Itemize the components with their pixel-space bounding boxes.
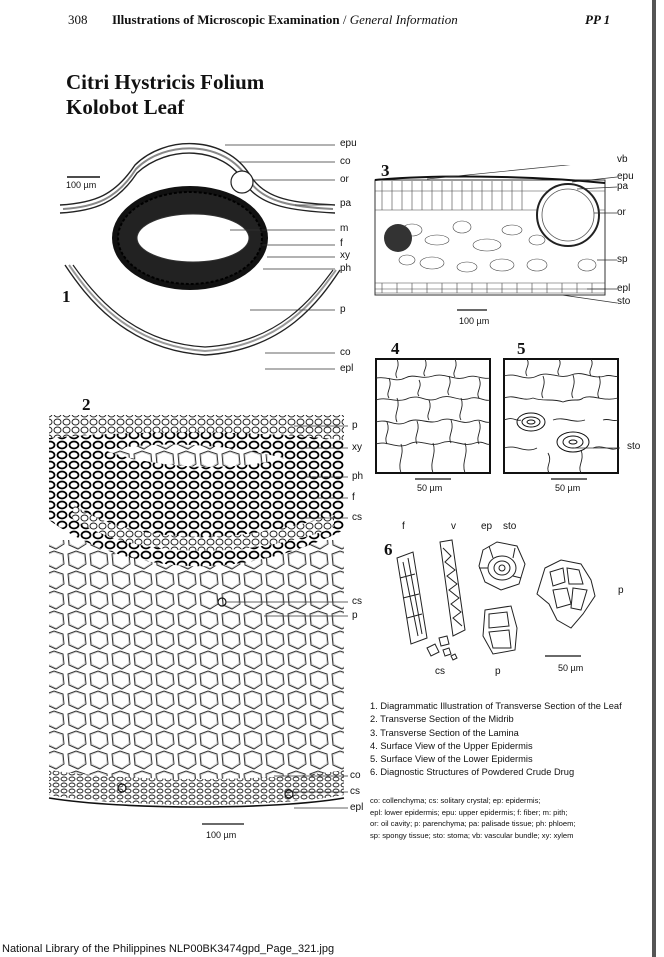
fig1-label-or: or — [340, 174, 349, 185]
figure-1-diagram — [59, 142, 341, 370]
figure-5-lower-epidermis — [503, 358, 619, 474]
running-header: Illustrations of Microscopic Examination… — [112, 12, 458, 28]
fig4-scale-bar — [415, 478, 451, 480]
fig3-label-vb: vb — [617, 154, 628, 165]
figure-2-midrib — [48, 415, 348, 809]
fig1-label-epu: epu — [340, 138, 357, 149]
fig2-label-p: p — [352, 420, 358, 431]
fig5-leader-line — [574, 447, 620, 449]
fig2-label-ph: ph — [352, 471, 364, 482]
caption-4: 4. Surface View of the Upper Epidermis — [370, 740, 533, 751]
fig2-label-xy: xy — [352, 442, 362, 453]
fig1-label-epl: epl — [340, 363, 354, 374]
fig2-label-co: co — [350, 770, 361, 781]
caption-1: 1. Diagrammatic Illustration of Transver… — [370, 701, 622, 711]
fig1-label-xy: xy — [340, 250, 350, 261]
fig6-label-cs: cs — [435, 666, 445, 677]
fig6-label-sto: sto — [503, 521, 517, 532]
plant-common-name: Kolobot Leaf — [66, 95, 185, 119]
fig1-number: 1 — [62, 287, 71, 306]
fig1-label-co-lower: co — [340, 347, 351, 358]
page-edge-shadow — [652, 0, 656, 957]
plant-latin-name: Citri Hystricis Folium — [66, 70, 265, 94]
fig2-scale-label: 100 µm — [206, 830, 237, 840]
fig1-label-f: f — [340, 238, 343, 249]
header-title: Illustrations of Microscopic Examination — [112, 12, 340, 27]
fig2-scale-bar — [202, 823, 244, 825]
fig6-label-f: f — [402, 521, 405, 532]
figure-4-upper-epidermis — [375, 358, 491, 474]
fig6-number: 6 — [384, 540, 393, 559]
fig2-label-epl: epl — [350, 802, 364, 813]
caption-list: 1. Diagrammatic Illustration of Transver… — [370, 700, 660, 780]
fig2-label-f: f — [352, 492, 355, 503]
fig5-scale-bar — [551, 478, 587, 480]
abbreviation-line: epl: lower epidermis; epu: upper epiderm… — [370, 807, 568, 817]
fig2-label-cs-2: cs — [352, 596, 362, 607]
fig5-label-sto: sto — [627, 441, 641, 452]
fig1-scale-label: 100 µm — [66, 180, 97, 190]
abbreviation-line: sp: spongy tissue; sto: stoma; vb: vascu… — [370, 830, 574, 840]
fig3-number: 3 — [381, 161, 390, 180]
page-number: 308 — [68, 12, 88, 27]
abbreviation-legend: co: collenchyma; cs: solitary crystal; e… — [370, 795, 660, 841]
caption-5: 5. Surface View of the Lower Epidermis — [370, 754, 533, 765]
fig1-label-co: co — [340, 156, 351, 167]
fig1-label-ph: ph — [340, 263, 352, 274]
fig5-number: 5 — [517, 339, 526, 358]
fig3-scale-label: 100 µm — [459, 316, 490, 326]
fig4-number: 4 — [391, 339, 400, 358]
fig6-label-p-right: p — [618, 585, 624, 596]
header-separator: / — [339, 12, 350, 27]
fig3-label-sp: sp — [617, 254, 628, 265]
caption-3: 3. Transverse Section of the Lamina — [370, 727, 519, 738]
fig2-label-cs-3: cs — [350, 786, 360, 797]
fig3-label-or: or — [617, 207, 626, 218]
fig1-label-m: m — [340, 223, 349, 234]
fig3-label-epu: epu — [617, 171, 634, 182]
fig1-label-p: p — [340, 304, 346, 315]
fig6-label-ep: ep — [481, 521, 493, 532]
fig6-scale-label: 50 µm — [558, 663, 584, 673]
figure-6-powder-elements — [396, 539, 596, 661]
fig5-scale-label: 50 µm — [555, 483, 581, 493]
fig3-label-sto: sto — [617, 296, 631, 307]
abbreviation-line: co: collenchyma; cs: solitary crystal; e… — [370, 796, 541, 805]
fig2-number: 2 — [82, 395, 91, 414]
fig2-label-p-2: p — [352, 610, 358, 621]
fig1-label-pa: pa — [340, 198, 352, 209]
caption-6: 6. Diagnostic Structures of Powdered Cru… — [370, 767, 575, 778]
fig4-scale-label: 50 µm — [417, 483, 443, 493]
fig3-label-epl: epl — [617, 283, 631, 294]
fig2-label-cs: cs — [352, 512, 362, 523]
caption-2: 2. Transverse Section of the Midrib — [370, 714, 514, 725]
scan-source-footer: National Library of the Philippines NLP0… — [2, 943, 335, 955]
header-code: PP 1 — [585, 12, 611, 27]
abbreviation-line: or: oil cavity; p: parenchyma; pa: palis… — [370, 819, 576, 828]
figure-3-lamina — [374, 165, 617, 311]
fig6-label-p-bottom: p — [495, 666, 501, 677]
fig6-label-v: v — [451, 521, 456, 532]
header-subtitle: General Information — [349, 12, 458, 27]
fig3-label-pa: pa — [617, 181, 629, 192]
